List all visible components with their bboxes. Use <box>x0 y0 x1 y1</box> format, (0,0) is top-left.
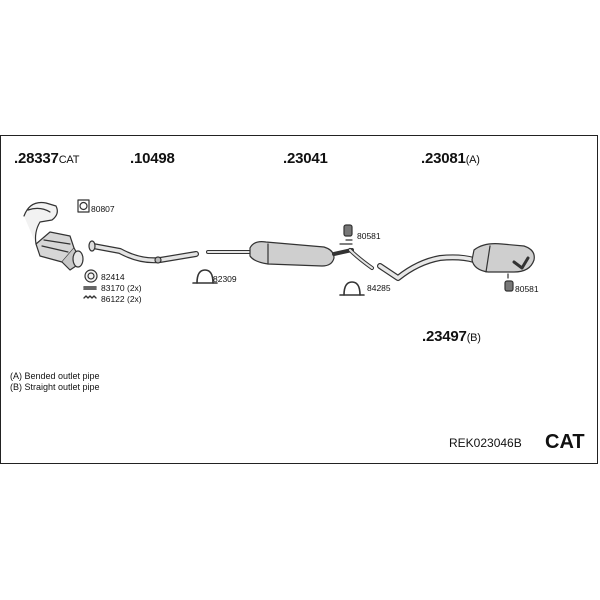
intermediate-pipe-icon <box>348 248 374 270</box>
clamp-82309-icon <box>192 269 218 284</box>
part-label-catalyst: .28337CAT <box>14 150 80 167</box>
note-b: (B) Straight outlet pipe <box>10 382 100 392</box>
kit-code: REK023046B <box>449 436 522 450</box>
bolt-83170-icon <box>83 286 97 290</box>
catalyst-icon <box>23 201 84 271</box>
accessory-label-86122: 86122 (2x) <box>101 294 142 304</box>
accessory-label-82414: 82414 <box>101 272 125 282</box>
gasket-82414-icon <box>84 269 98 283</box>
kit-type-label: CAT <box>545 431 585 453</box>
accessory-label-82309: 82309 <box>213 274 237 284</box>
note-a: (A) Bended outlet pipe <box>10 371 100 381</box>
clamp-84285-icon <box>339 281 365 296</box>
gasket-80807-icon <box>77 199 90 213</box>
part-label-rear-silencer-b: .23497(B) <box>422 328 481 345</box>
rear-silencer-icon <box>377 243 535 281</box>
part-label-middle-silencer: .23041 <box>283 150 328 167</box>
spring-86122-icon <box>83 295 97 299</box>
accessory-label-83170: 83170 (2x) <box>101 283 142 293</box>
accessory-label-84285: 84285 <box>367 283 391 293</box>
accessory-label-80581-top: 80581 <box>357 231 381 241</box>
accessory-label-80807: 80807 <box>91 204 115 214</box>
hanger-80581-top-icon <box>339 224 353 245</box>
middle-silencer-icon <box>206 241 354 267</box>
part-label-rear-silencer-a: .23081(A) <box>421 150 480 167</box>
hanger-80581-right-icon <box>504 273 514 292</box>
front-pipe-icon <box>88 240 199 264</box>
accessory-label-80581-right: 80581 <box>515 284 539 294</box>
diagram-frame <box>0 135 598 464</box>
part-label-front-pipe: .10498 <box>130 150 175 167</box>
